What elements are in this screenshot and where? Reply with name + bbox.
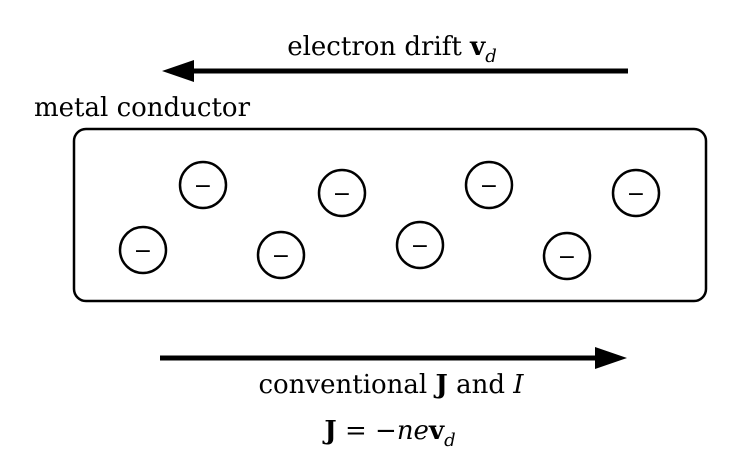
electron-circle <box>464 160 514 210</box>
electron: − <box>317 168 367 218</box>
conductor-label: metal conductor <box>34 93 251 123</box>
electron: − <box>118 225 168 275</box>
electron-charge-symbol: − <box>558 245 576 270</box>
electron: − <box>611 168 661 218</box>
electron-drift-label: electron drift vd <box>287 32 497 67</box>
equation-v: v <box>428 416 445 446</box>
electron-circle <box>611 168 661 218</box>
electron-drift-arrow-head <box>162 60 194 82</box>
electron-drift-text: electron drift <box>287 32 470 62</box>
electron: − <box>178 160 228 210</box>
electrons: − − − − − − − − <box>118 160 661 281</box>
conventional-current-arrow <box>160 347 627 369</box>
metal-conductor-box <box>72 127 708 303</box>
electron: − <box>464 160 514 210</box>
electron-drift-arrow <box>162 60 628 82</box>
electron-charge-symbol: − <box>480 174 498 199</box>
electron-charge-symbol: − <box>627 182 645 207</box>
electron-circle <box>178 160 228 210</box>
electron: − <box>542 231 592 281</box>
electron: − <box>395 220 445 270</box>
electron: − <box>256 230 306 280</box>
electron-charge-symbol: − <box>272 244 290 269</box>
conventional-current-arrow-head <box>595 347 627 369</box>
electron-circle <box>317 168 367 218</box>
equation-ne: ne <box>397 416 429 446</box>
equation-J: J <box>322 416 336 446</box>
electron-charge-symbol: − <box>194 174 212 199</box>
electron-charge-symbol: − <box>134 239 152 264</box>
drift-velocity-symbol: v <box>469 32 486 62</box>
conventional-text: conventional <box>258 370 435 400</box>
current-symbol: I <box>512 370 524 400</box>
drift-velocity-subscript: d <box>485 46 497 67</box>
conventional-current-label: conventional J and I <box>258 370 524 400</box>
current-density-equation: J = −nevd <box>322 416 455 451</box>
and-text: and <box>448 370 513 400</box>
electron-circle <box>395 220 445 270</box>
current-density-symbol: J <box>434 370 448 400</box>
electron-circle <box>542 231 592 281</box>
electron-charge-symbol: − <box>333 182 351 207</box>
electron-charge-symbol: − <box>411 234 429 259</box>
electron-circle <box>256 230 306 280</box>
equation-subscript: d <box>444 430 456 451</box>
equation-equals-minus: = − <box>337 416 397 446</box>
electron-circle <box>118 225 168 275</box>
